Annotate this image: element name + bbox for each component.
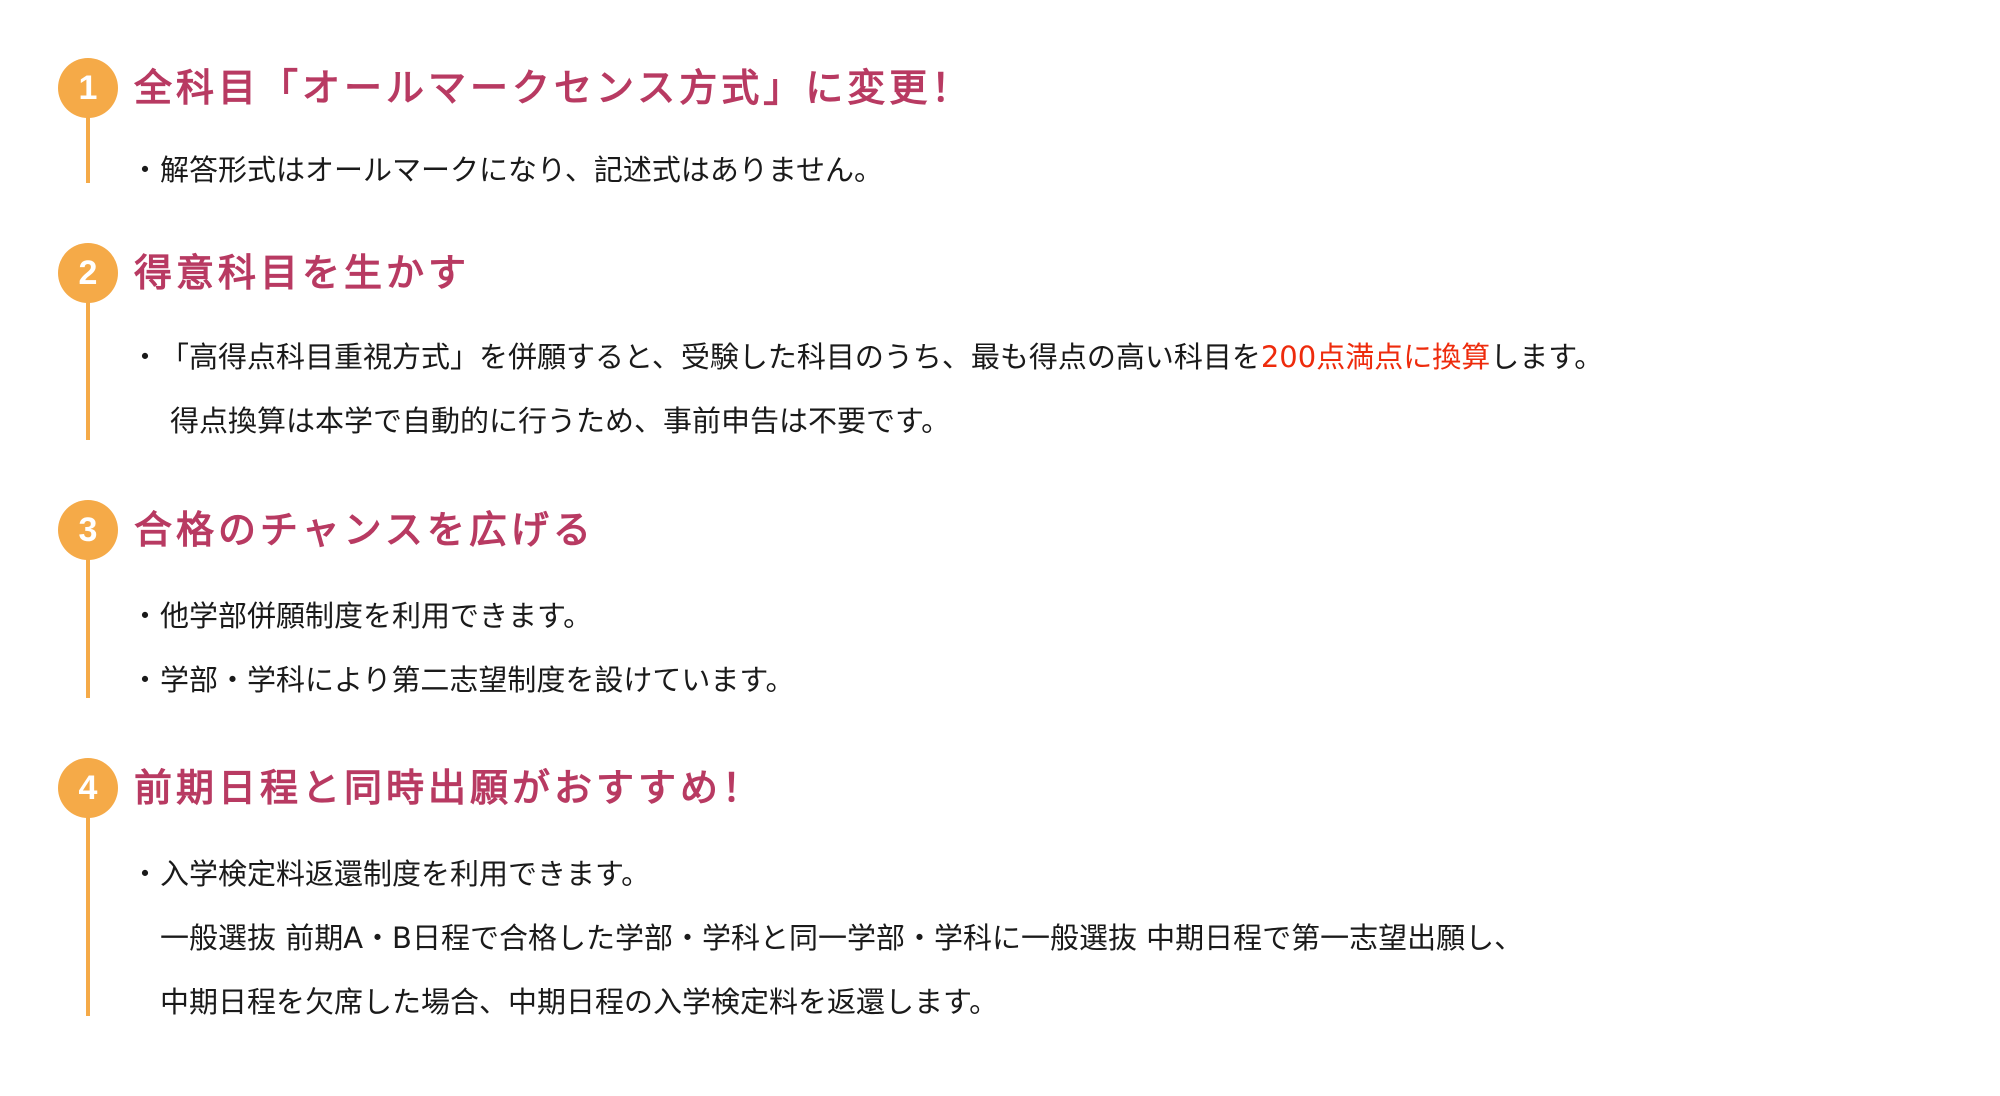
item-text: 入学検定料返還制度を利用できます。 [160,857,651,891]
bullet-icon: ・ [130,857,160,891]
item-text: 解答形式はオールマークになり、記述式はありません。 [160,153,883,187]
number-badge-2: 2 [58,243,118,303]
bullet-icon: ・ [130,599,160,633]
list-item: ・学部・学科により第二志望制度を設けています。 [130,648,795,712]
section-title-4: 前期日程と同時出願がおすすめ！ [134,766,765,810]
timeline-line-1 [86,108,90,183]
list-item: ・解答形式はオールマークになり、記述式はありません。 [130,138,883,202]
list-item: ・入学検定料返還制度を利用できます。 [130,842,1523,906]
section-items-2: ・「高得点科目重視方式」を併願すると、受験した科目のうち、最も得点の高い科目を2… [130,325,1603,453]
item-text-before: 「高得点科目重視方式」を併願すると、受験した科目のうち、最も得点の高い科目を [160,340,1261,374]
section-title-2: 得意科目を生かす [134,251,471,295]
timeline-line-3 [86,550,90,698]
number-badge-3: 3 [58,500,118,560]
list-item: ・他学部併願制度を利用できます。 [130,584,795,648]
section-items-4: ・入学検定料返還制度を利用できます。 一般選抜 前期A・B日程で合格した学部・学… [130,842,1523,1034]
section-title-3: 合格のチャンスを広げる [134,508,595,552]
timeline-line-4 [86,808,90,1016]
bullet-icon: ・ [130,663,160,697]
bullet-icon: ・ [130,340,160,374]
timeline-line-2 [86,293,90,440]
section-items-3: ・他学部併願制度を利用できます。 ・学部・学科により第二志望制度を設けています。 [130,584,795,712]
list-item-continuation: 一般選抜 前期A・B日程で合格した学部・学科と同一学部・学科に一般選抜 中期日程… [160,921,1524,955]
list-item: ・「高得点科目重視方式」を併願すると、受験した科目のうち、最も得点の高い科目を2… [130,325,1603,389]
list-item-continuation: 中期日程を欠席した場合、中期日程の入学検定料を返還します。 [160,985,999,1019]
number-badge-1: 1 [58,58,118,118]
item-text-after: します。 [1490,340,1604,374]
item-text: 他学部併願制度を利用できます。 [160,599,593,633]
section-title-1: 全科目「オールマークセンス方式」に変更！ [134,66,974,110]
section-items-1: ・解答形式はオールマークになり、記述式はありません。 [130,138,883,202]
bullet-icon: ・ [130,153,160,187]
list-item-continuation: 得点換算は本学で自動的に行うため、事前申告は不要です。 [170,404,951,438]
item-text: 学部・学科により第二志望制度を設けています。 [160,663,795,697]
number-badge-4: 4 [58,758,118,818]
highlight-text: 200点満点に換算 [1260,340,1491,374]
